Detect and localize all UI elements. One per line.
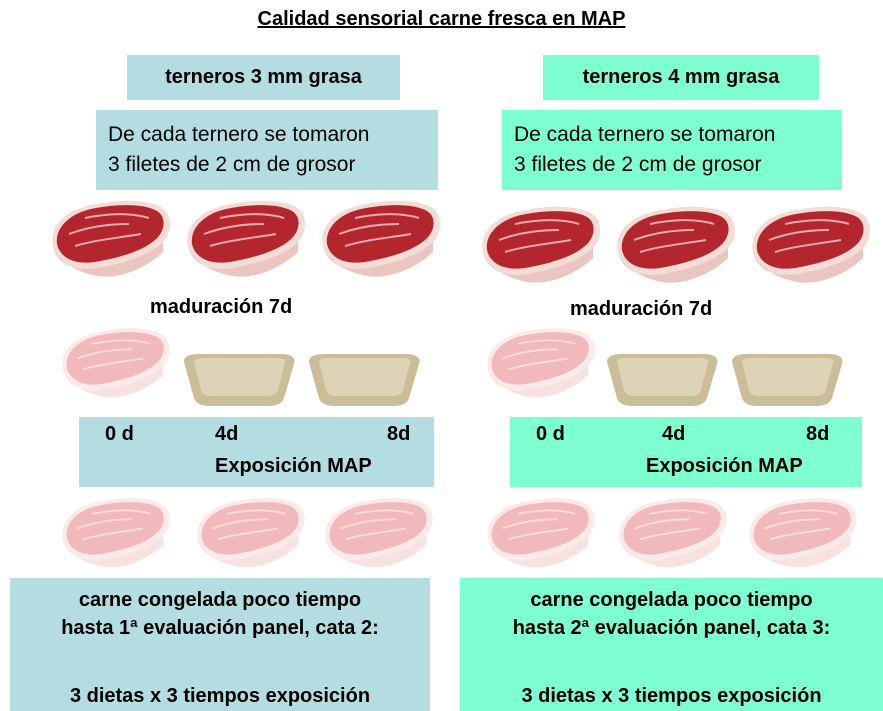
right-info-line2: 3 filetes de 2 cm de grosor bbox=[514, 153, 762, 176]
faded-steak-icon bbox=[618, 497, 728, 569]
packaging-tray-icon bbox=[732, 354, 843, 406]
right-exposure-label: Exposición MAP bbox=[646, 455, 803, 477]
left-time-8: 8d bbox=[387, 423, 411, 445]
raw-steak-icon bbox=[186, 199, 307, 278]
left-exposure-label: Exposición MAP bbox=[215, 455, 372, 477]
right-result-line1: carne congelada poco tiempo bbox=[530, 589, 813, 611]
raw-steak-icon bbox=[751, 205, 872, 284]
left-group-label-text: terneros 3 mm grasa bbox=[165, 66, 362, 88]
faded-steak-icon bbox=[61, 497, 171, 569]
right-time-4: 4d bbox=[662, 423, 686, 445]
left-info-line2: 3 filetes de 2 cm de grosor bbox=[108, 153, 356, 176]
right-time-0: 0 d bbox=[536, 423, 565, 445]
page-title: Calidad sensorial carne fresca en MAP bbox=[257, 8, 626, 30]
right-info-box: De cada ternero se tomaron 3 filetes de … bbox=[502, 110, 842, 190]
left-result-line3: 3 dietas x 3 tiempos exposición bbox=[69, 685, 371, 707]
right-exposure-box: 0 d 4d 8d Exposición MAP bbox=[510, 417, 862, 487]
raw-steak-icon bbox=[51, 199, 172, 278]
faded-steak-icon bbox=[486, 497, 596, 569]
left-time-4: 4d bbox=[215, 423, 239, 445]
right-group-label: terneros 4 mm grasa bbox=[543, 55, 819, 100]
raw-steak-icon bbox=[321, 199, 442, 278]
right-maduracion-label: maduración 7d bbox=[570, 298, 713, 320]
raw-steak-icon bbox=[616, 205, 737, 284]
faded-steak-icon bbox=[196, 497, 306, 569]
packaging-tray-icon bbox=[309, 354, 420, 406]
left-group-label: terneros 3 mm grasa bbox=[127, 55, 400, 100]
left-result-line1: carne congelada poco tiempo bbox=[78, 589, 362, 611]
left-maduracion-label: maduración 7d bbox=[150, 296, 293, 318]
left-time-0: 0 d bbox=[105, 423, 134, 445]
raw-steak-icon bbox=[481, 205, 602, 284]
packaging-tray-icon bbox=[607, 354, 718, 406]
faded-steak-icon bbox=[324, 497, 434, 569]
left-result-line2: hasta 1ª evaluación panel, cata 2: bbox=[61, 617, 379, 639]
left-info-box: De cada ternero se tomaron 3 filetes de … bbox=[96, 110, 438, 190]
right-group-label-text: terneros 4 mm grasa bbox=[582, 66, 780, 88]
right-time-8: 8d bbox=[806, 423, 830, 445]
faded-steak-icon bbox=[748, 497, 858, 569]
packaging-tray-icon bbox=[184, 354, 295, 406]
right-result-line2: hasta 2ª evaluación panel, cata 3: bbox=[512, 617, 831, 639]
faded-steak-icon bbox=[61, 327, 171, 399]
left-result-box: carne congelada poco tiempo hasta 1ª eva… bbox=[10, 578, 430, 711]
right-info-line1: De cada ternero se tomaron bbox=[514, 123, 776, 146]
right-result-line3: 3 dietas x 3 tiempos exposición bbox=[521, 685, 822, 707]
left-exposure-box: 0 d 4d 8d Exposición MAP bbox=[79, 417, 434, 487]
faded-steak-icon bbox=[486, 327, 596, 399]
left-info-line1: De cada ternero se tomaron bbox=[108, 123, 370, 146]
right-result-box: carne congelada poco tiempo hasta 2ª eva… bbox=[460, 578, 883, 711]
